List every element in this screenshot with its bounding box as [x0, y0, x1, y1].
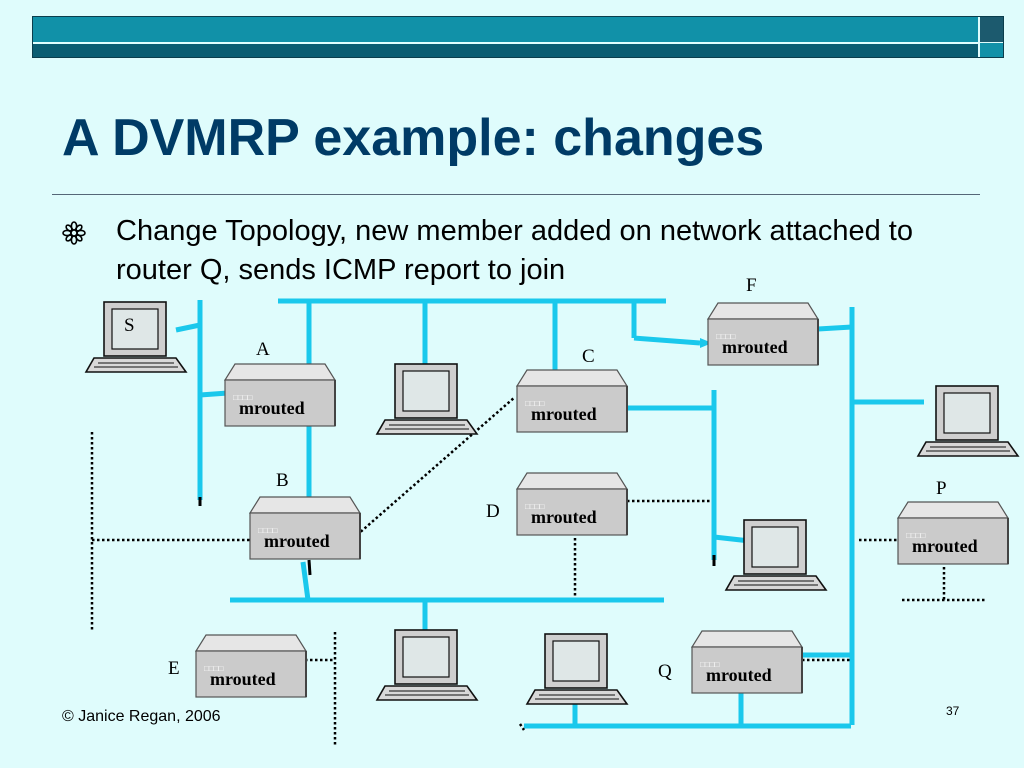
router-label-e: E: [168, 658, 180, 679]
svg-text:□□□□: □□□□: [716, 332, 735, 341]
bullet-flower-icon: [62, 221, 86, 245]
router-p: □□□□ mrouted: [897, 501, 1009, 565]
router-f: □□□□ mrouted: [707, 302, 819, 366]
host-laptop: [917, 385, 1019, 457]
bullet-text: Change Topology, new member added on net…: [116, 215, 913, 286]
svg-text:□□□□: □□□□: [233, 393, 252, 402]
svg-text:□□□□: □□□□: [204, 664, 223, 673]
svg-text:□□□□: □□□□: [700, 660, 719, 669]
svg-text:mrouted: mrouted: [912, 536, 978, 556]
svg-text:mrouted: mrouted: [264, 531, 330, 551]
router-label-f: F: [746, 275, 757, 296]
svg-text:□□□□: □□□□: [525, 399, 544, 408]
router-b: □□□□ mrouted: [249, 496, 361, 560]
network-link: [199, 390, 229, 398]
router-e: □□□□ mrouted: [195, 634, 307, 698]
link-stub: [307, 559, 312, 576]
slide-title: A DVMRP example: changes: [62, 109, 765, 167]
header-square-top: [980, 16, 1004, 42]
host-laptop: [526, 633, 628, 705]
router-a: □□□□ mrouted: [224, 363, 336, 427]
svg-text:mrouted: mrouted: [239, 398, 305, 418]
router-d: □□□□ mrouted: [516, 472, 628, 536]
page-number: 37: [946, 704, 960, 718]
router-label-b: B: [276, 470, 289, 491]
network-link: [175, 322, 201, 333]
host-laptop: [725, 519, 827, 591]
svg-text:□□□□: □□□□: [525, 502, 544, 511]
link-stubs: [198, 497, 716, 576]
svg-text:□□□□: □□□□: [258, 526, 277, 535]
router-label-q: Q: [658, 661, 672, 682]
header-bar-stripe: [32, 42, 978, 58]
svg-text:mrouted: mrouted: [722, 337, 788, 357]
network-link: [817, 324, 853, 332]
host-label: S: [124, 315, 135, 336]
title-divider: [52, 194, 980, 195]
host-s: S: [85, 301, 187, 373]
host-laptop: [376, 629, 478, 701]
network-links: [175, 298, 924, 729]
network-link: [633, 335, 701, 346]
svg-text:mrouted: mrouted: [531, 507, 597, 527]
router-q: □□□□ mrouted: [691, 630, 803, 694]
header-bar-outline: [32, 16, 1004, 58]
svg-text:mrouted: mrouted: [531, 404, 597, 424]
footer-copyright: © Janice Regan, 2006: [62, 708, 221, 725]
dotted-links: [90, 396, 987, 745]
router-label-c: C: [582, 346, 595, 367]
dotted-link: [518, 723, 526, 731]
router-label-d: D: [486, 501, 500, 522]
svg-text:mrouted: mrouted: [210, 669, 276, 689]
host-laptop: [376, 363, 478, 435]
arrow-head: [700, 338, 712, 348]
network-link: [300, 561, 311, 601]
router-label-p: P: [936, 478, 947, 499]
router-c: □□□□ mrouted: [516, 369, 628, 433]
svg-text:mrouted: mrouted: [706, 665, 772, 685]
svg-text:□□□□: □□□□: [906, 531, 925, 540]
router-label-a: A: [256, 339, 270, 360]
header-square-bottom: [980, 43, 1004, 58]
